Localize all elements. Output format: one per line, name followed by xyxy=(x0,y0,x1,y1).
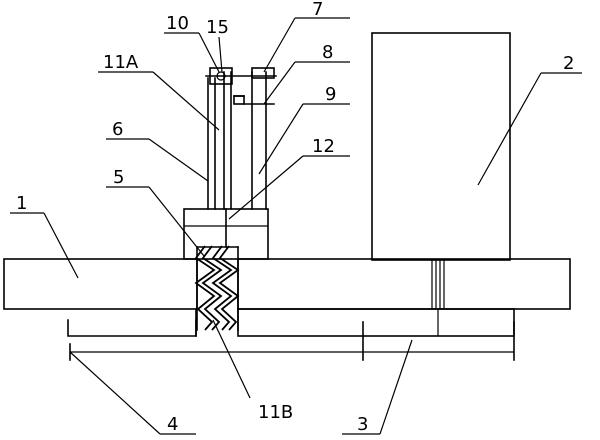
label-12: 12 xyxy=(312,136,335,157)
label-1: 1 xyxy=(16,193,27,214)
label-9: 9 xyxy=(325,84,336,105)
callout-labels: 1 2 5 6 11A 10 15 7 8 9 12 4 11B 3 xyxy=(16,0,574,435)
part-2-block xyxy=(371,32,511,261)
part-1-left-plate xyxy=(3,258,198,310)
label-11a: 11A xyxy=(103,52,139,73)
part-12-housing xyxy=(183,208,269,260)
label-2: 2 xyxy=(563,53,574,74)
label-10: 10 xyxy=(166,13,189,34)
label-6: 6 xyxy=(112,119,123,140)
vertical-rods xyxy=(207,71,267,210)
label-3: 3 xyxy=(357,414,368,435)
top-pivot xyxy=(205,67,277,105)
label-5: 5 xyxy=(113,167,124,188)
lower-supports xyxy=(67,308,515,361)
label-15: 15 xyxy=(206,17,229,38)
label-8: 8 xyxy=(322,42,333,63)
label-4: 4 xyxy=(167,414,178,435)
right-plate xyxy=(237,258,571,310)
label-7: 7 xyxy=(312,0,323,20)
leader-lines xyxy=(10,17,582,435)
joint-assembly xyxy=(194,245,240,331)
label-11b: 11B xyxy=(258,402,293,423)
